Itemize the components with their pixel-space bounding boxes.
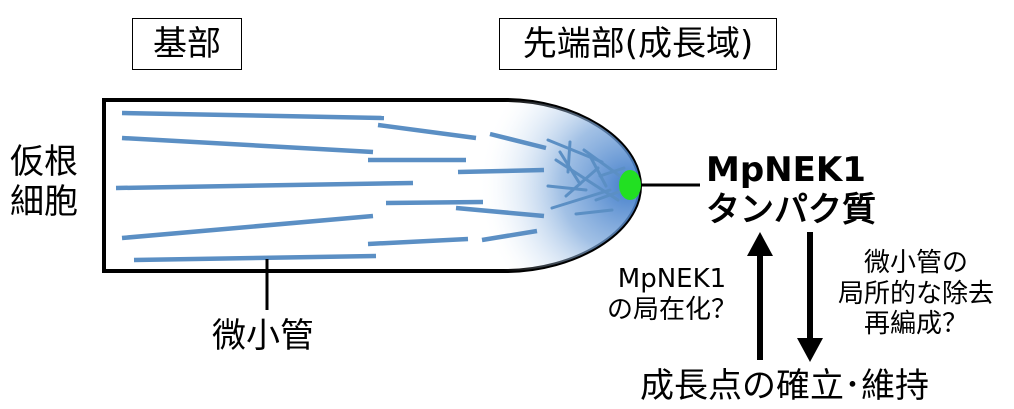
tip-region-label: 先端部(成長域) — [499, 18, 777, 70]
mpnek1-protein-label-line1: MpNEK1 — [706, 150, 866, 190]
mpnek1-protein-dot — [619, 170, 641, 200]
localization-question-line1: MpNEK1 — [617, 264, 727, 294]
down-arrow — [797, 232, 823, 362]
mpnek1-protein-label: MpNEK1 タンパク質 — [706, 150, 876, 231]
rhizoid-cell-label-line1: 仮根 — [10, 142, 78, 182]
mpnek1-protein-label-line2: タンパク質 — [706, 190, 876, 231]
removal-question-line1: 微小管の — [863, 248, 968, 278]
microtubule-removal-question: 微小管の 局所的な除去 再編成？ — [826, 248, 1006, 340]
localization-question: MpNEK1 の局在化？ — [592, 264, 752, 325]
removal-question-line2: 局所的な除去 — [837, 278, 994, 309]
tip-growth-zone-gradient — [380, 100, 640, 271]
rhizoid-cell-label-line2: 細胞 — [10, 182, 78, 223]
up-arrow — [747, 232, 773, 360]
rhizoid-cell-label: 仮根 細胞 — [10, 142, 78, 222]
localization-question-line2: の局在化？ — [606, 294, 737, 325]
microtubule-array — [115, 110, 547, 263]
base-region-label: 基部 — [132, 18, 242, 70]
tip-microtubule-network — [546, 138, 626, 216]
microtubule-label: 微小管 — [212, 316, 314, 356]
removal-question-line3: 再編成？ — [863, 309, 968, 340]
growth-point-label: 成長点の確立･維持 — [640, 366, 929, 406]
